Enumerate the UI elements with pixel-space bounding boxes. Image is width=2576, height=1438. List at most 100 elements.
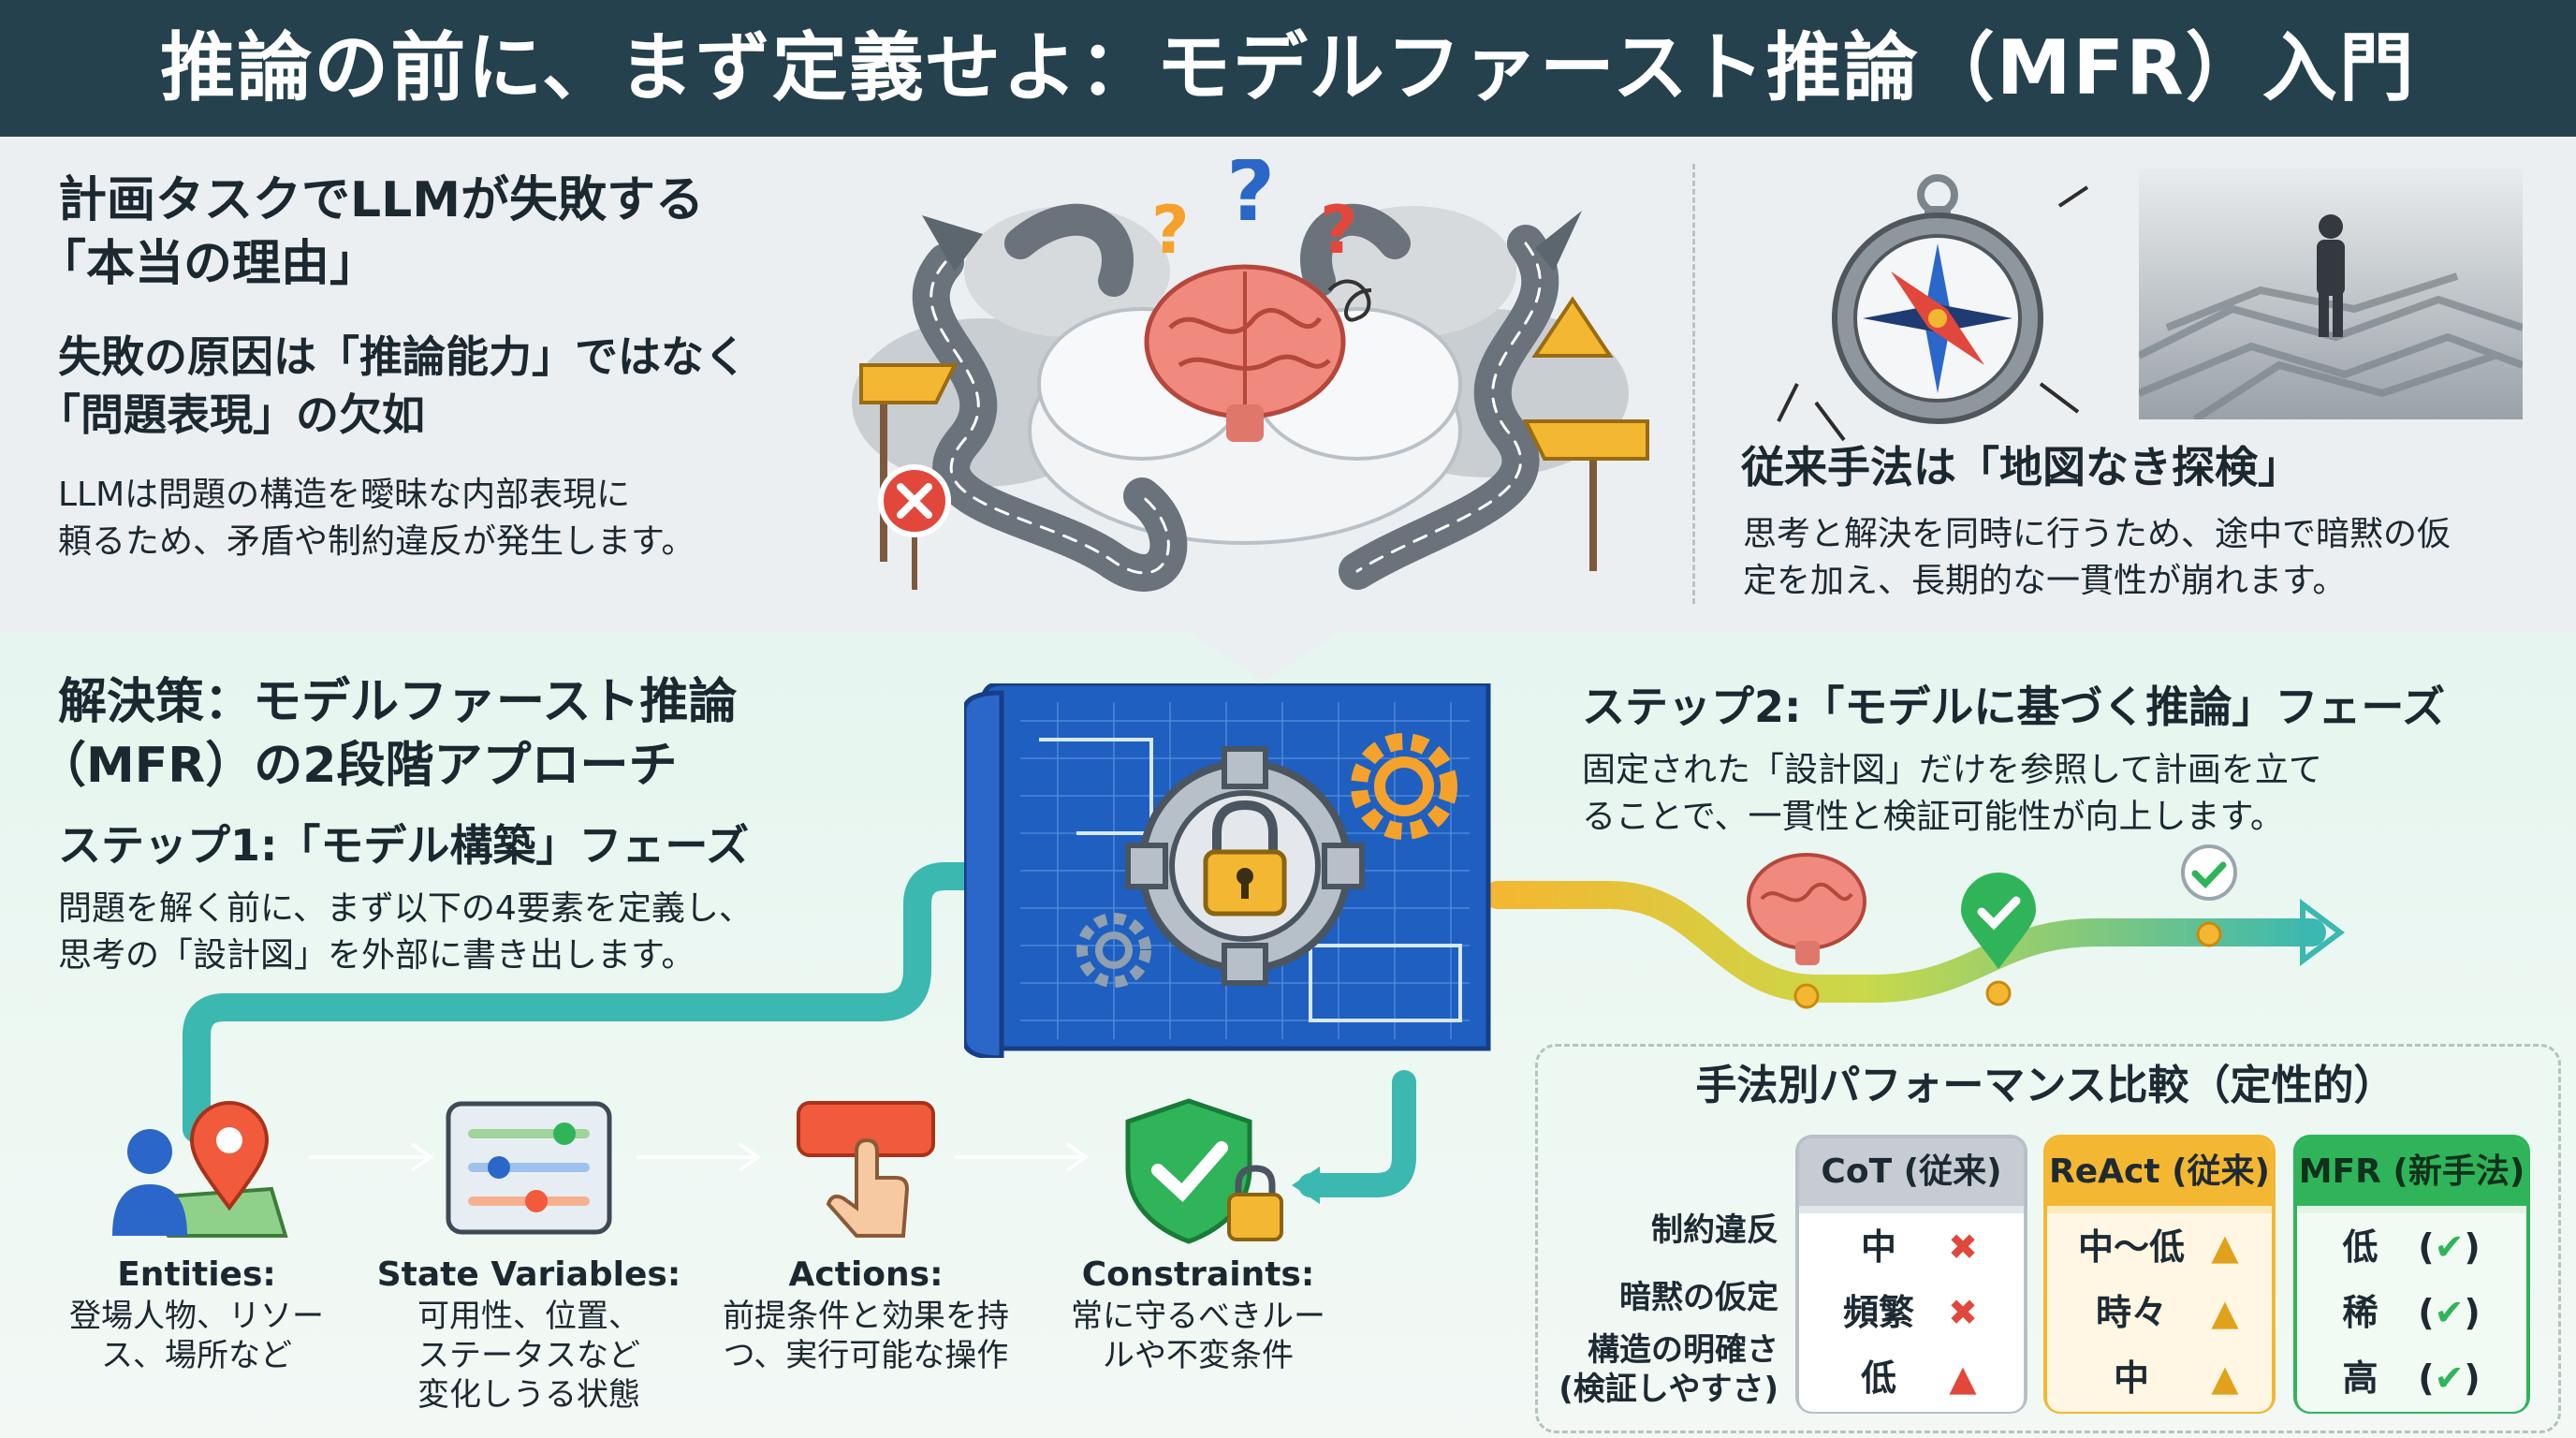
column-mfr: MFR (新手法) 低 (✔) 稀(✔) 高 (✔) <box>2293 1135 2530 1414</box>
question-mark-icon: ? ? ? <box>1151 159 1358 269</box>
gear-small-icon <box>1076 913 1151 988</box>
location-pin-icon <box>189 1101 270 1211</box>
svg-text:?: ? <box>1151 192 1190 269</box>
chevron-arrows-icon <box>309 1142 1090 1172</box>
table-cell: 低▲ <box>1799 1344 2024 1412</box>
panel-divider <box>1692 164 1695 604</box>
person-icon <box>2317 214 2345 337</box>
step1-body-line1: 問題を解く前に、まず以下の4要素を定義し、 <box>58 889 753 928</box>
check-bubble-icon <box>2181 844 2237 901</box>
cross-icon: ✖ <box>1948 1226 1978 1268</box>
column-react: ReAct (従来) 中〜低▲ 時々▲ 中▲ <box>2043 1135 2276 1414</box>
title-bar <box>0 0 2576 137</box>
blueprint-illustration <box>964 683 1491 1058</box>
step1-body-line2: 思考の「設計図」を外部に書き出します。 <box>58 936 695 975</box>
row-label-clarity: 構造の明確さ <box>1588 1331 1778 1369</box>
cell-value: 中 <box>2113 1357 2149 1399</box>
scribble-icon <box>1327 279 1372 322</box>
brain-small-icon <box>1747 853 1866 965</box>
constraints-icon <box>1125 1098 1283 1244</box>
element-desc-state-3: 変化しうる状態 <box>417 1376 640 1414</box>
arrow-up-right-icon <box>1535 211 1582 271</box>
problem-sub-line2: 「問題表現」の欠如 <box>37 389 425 440</box>
crack-icon <box>1777 185 2089 442</box>
column-header-react: ReAct (従来) <box>2047 1138 2272 1206</box>
element-label-entities: Entities: <box>117 1255 276 1294</box>
cell-value: 高 <box>2342 1357 2378 1399</box>
solution-heading-line1: 解決策：モデルファースト推論 <box>58 674 738 730</box>
flow-diagram <box>183 862 2345 1204</box>
cell-value: 頻繁 <box>1842 1292 1914 1333</box>
element-label-constraints: Constraints: <box>1081 1255 1315 1294</box>
cell-value: 中〜低 <box>2077 1226 2185 1268</box>
column-cot: CoT (従来) 中✖ 頻繁✖ 低▲ <box>1795 1135 2027 1414</box>
teal-flow-path <box>183 862 1006 1143</box>
return-flow-path <box>1298 1070 1416 1197</box>
cell-value: 低 <box>1860 1357 1896 1399</box>
column-header-mfr: MFR (新手法) <box>2297 1138 2526 1206</box>
comparison-title: 手法別パフォーマンス比較（定性的） <box>1695 1062 2395 1109</box>
conventional-body-line1: 思考と解決を同時に行うため、途中で暗黙の仮 <box>1743 515 2452 553</box>
element-label-actions: Actions: <box>788 1255 944 1294</box>
cross-icon: ✖ <box>1948 1292 1978 1333</box>
gear-lock-icon <box>1125 746 1365 986</box>
cell-value: 時々 <box>2095 1292 2167 1333</box>
table-cell: 中▲ <box>2047 1344 2272 1412</box>
brain-icon <box>1144 264 1346 442</box>
arrow-up-left-icon <box>922 215 983 271</box>
step2-arrowhead-icon <box>2300 899 2345 966</box>
step2-heading: ステップ2:「モデルに基づく推論」フェーズ <box>1582 682 2446 732</box>
state-variables-icon <box>446 1101 612 1235</box>
warning-sign-icon <box>1531 296 1614 358</box>
gear-orange-icon <box>1351 733 1457 840</box>
page-title: 推論の前に、まず定義せよ：モデルファースト推論（MFR）入門 <box>160 24 2416 111</box>
padlock-icon <box>1235 1165 1276 1198</box>
signpost-right-icon <box>1522 419 1649 571</box>
table-cell: 中✖ <box>1799 1213 2024 1281</box>
prohibited-sign-icon <box>878 464 951 590</box>
table-cell: 中〜低 ▲ <box>2047 1213 2272 1281</box>
shield-icon <box>1125 1098 1252 1244</box>
element-label-state-variables: State Variables: <box>376 1255 681 1294</box>
column-header-cot: CoT (従来) <box>1799 1138 2024 1206</box>
solution-heading-line2: （MFR）の2段階アプローチ <box>37 738 678 794</box>
element-desc-constraints-2: ルや不変条件 <box>1103 1337 1294 1374</box>
element-desc-constraints-1: 常に守るべきルー <box>1071 1298 1325 1335</box>
element-desc-entities-2: ス、場所など <box>101 1337 292 1374</box>
element-desc-state-1: 可用性、位置、 <box>417 1298 640 1335</box>
cell-value: 低 <box>2342 1226 2378 1268</box>
compass-icon <box>1832 174 2043 424</box>
maze-image <box>2139 169 2523 419</box>
return-arrowhead-icon <box>1292 1167 1320 1204</box>
table-cell: 頻繁 ✖ <box>1799 1279 2024 1346</box>
tangled-road-icon <box>912 203 1559 592</box>
row-label-violation: 制約違反 <box>1651 1211 1778 1249</box>
entities-icon <box>112 1101 288 1238</box>
problem-heading-line1: 計画タスクでLLMが失敗する <box>58 172 705 228</box>
step2-body-line1: 固定された「設計図」だけを参照して計画を立て <box>1582 751 2322 789</box>
check-icon: (✔) <box>2418 1226 2481 1268</box>
row-label-clarity-sub: (検証しやすさ) <box>1559 1371 1778 1408</box>
problem-sub-line1: 失敗の原因は「推論能力」ではなく <box>58 331 747 382</box>
person-icon <box>127 1129 172 1174</box>
warning-icon: ▲ <box>2211 1226 2239 1268</box>
element-desc-state-2: ステータスなど <box>417 1337 640 1374</box>
title-block <box>1309 944 1462 1022</box>
problem-body-line2: 頼るため、矛盾や制約違反が発生します。 <box>58 522 695 561</box>
svg-text:?: ? <box>1226 159 1275 241</box>
warning-icon: ▲ <box>2211 1292 2239 1333</box>
milestone-dots-icon <box>1793 921 2222 1009</box>
confused-brain-illustration: ? ? ? <box>852 159 1649 592</box>
panel-pointer <box>1189 633 1339 682</box>
hand-pointer-icon <box>826 1137 910 1238</box>
actions-icon <box>797 1101 935 1238</box>
element-desc-entities-1: 登場人物、リソー <box>69 1298 324 1335</box>
check-icon: (✔) <box>2418 1292 2481 1333</box>
table-cell: 低 (✔) <box>2297 1213 2526 1281</box>
warning-red-icon: ▲ <box>1949 1357 1977 1399</box>
table-cell: 稀(✔) <box>2297 1279 2526 1346</box>
step1-heading: ステップ1:「モデル構築」フェーズ <box>58 820 750 871</box>
check-icon: (✔) <box>2418 1357 2481 1399</box>
warning-icon: ▲ <box>2211 1357 2239 1399</box>
element-desc-actions-1: 前提条件と効果を持 <box>723 1298 1009 1335</box>
